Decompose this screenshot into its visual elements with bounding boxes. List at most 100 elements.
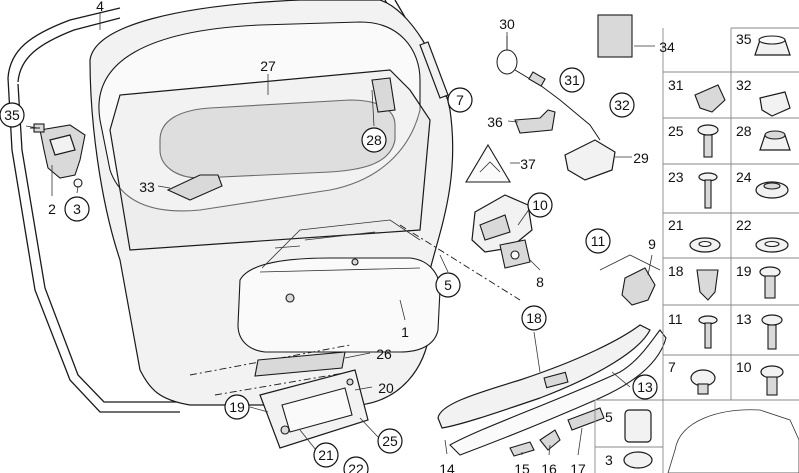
- callout-text: 3: [73, 201, 81, 217]
- grid-label-24: 24: [736, 169, 752, 185]
- leader-14: [444, 439, 448, 455]
- callout-text: 33: [139, 179, 155, 195]
- callout-circle: [632, 374, 658, 400]
- callout-text: 8: [536, 274, 544, 290]
- grid-label-19: 19: [736, 263, 752, 279]
- callout-32: 32: [609, 92, 635, 118]
- leader-19: [249, 406, 269, 413]
- callout-30: 30: [499, 16, 515, 32]
- callout-17: 17: [570, 461, 586, 473]
- callout-text: 22: [348, 461, 364, 473]
- callout-circle: [224, 394, 250, 420]
- callout-33: 33: [139, 179, 155, 195]
- callout-14: 14: [439, 461, 455, 473]
- label-34: [597, 14, 633, 58]
- callout-text: 26: [376, 346, 392, 362]
- callout-7: 7: [447, 87, 473, 113]
- leader-1: [399, 299, 406, 321]
- callout-text: 18: [526, 310, 542, 326]
- callout-26: 26: [376, 346, 392, 362]
- grid-label-3: 3: [605, 452, 613, 468]
- callout-20: 20: [378, 380, 394, 396]
- callout-37: 37: [520, 156, 536, 172]
- callout-text: 1: [401, 324, 409, 340]
- lock-actuator: [471, 194, 533, 269]
- callout-circle: [64, 196, 90, 222]
- callout-circle: [447, 87, 473, 113]
- striker-9: [621, 267, 656, 306]
- grid-label-7: 7: [668, 359, 676, 375]
- leader-20: [354, 386, 373, 391]
- callout-text: 10: [532, 197, 548, 213]
- tailgate-body: [89, 0, 454, 406]
- tailgate-handle-trim: [437, 324, 667, 456]
- grid-label-5: 5: [605, 409, 613, 425]
- callout-circle: [361, 127, 387, 153]
- control-unit-29: [564, 139, 616, 181]
- callout-circle: [585, 228, 611, 254]
- callout-text: 32: [614, 97, 630, 113]
- callout-text: 16: [541, 461, 557, 473]
- grid-label-25: 25: [668, 123, 684, 139]
- callout-text: 20: [378, 380, 394, 396]
- callout-3: 3: [64, 196, 90, 222]
- callout-circle: [521, 305, 547, 331]
- callout-text: 14: [439, 461, 455, 473]
- grid-label-11: 11: [668, 311, 683, 327]
- callout-21: 21: [313, 442, 339, 468]
- callout-circle: [313, 442, 339, 468]
- leader-8: [529, 259, 541, 271]
- grid-label-32: 32: [736, 77, 752, 93]
- leader-10: [517, 207, 531, 226]
- bracket-28: [371, 77, 396, 113]
- callout-text: 25: [382, 433, 398, 449]
- callout-text: 21: [318, 447, 334, 463]
- leader-3: [76, 185, 79, 194]
- callout-18: 18: [521, 305, 547, 331]
- callout-34: 34: [659, 39, 675, 55]
- callout-text: 35: [4, 107, 20, 123]
- callout-circle: [0, 102, 25, 128]
- dashline-1: [399, 224, 521, 301]
- callout-text: 15: [514, 461, 530, 473]
- grid-label-18: 18: [668, 263, 684, 279]
- callout-text: 31: [564, 72, 580, 88]
- callout-5: 5: [435, 272, 461, 298]
- callout-text: 30: [499, 16, 515, 32]
- callout-36: 36: [487, 114, 503, 130]
- callout-circle: [377, 428, 403, 454]
- grid-label-10: 10: [736, 359, 752, 375]
- leader-36: [507, 120, 519, 123]
- grid-label-28: 28: [736, 123, 752, 139]
- leader-13: [611, 371, 631, 388]
- leader-17: [577, 427, 583, 456]
- callout-circle: [343, 456, 369, 473]
- grid-label-35: 35: [736, 31, 752, 47]
- leader-35: [25, 125, 39, 129]
- fastener-grid: [594, 27, 799, 473]
- callout-text: 37: [520, 156, 536, 172]
- leader-16: [548, 444, 551, 456]
- callout-text: 7: [456, 92, 464, 108]
- callout-text: 17: [570, 461, 586, 473]
- callout-8: 8: [536, 274, 544, 290]
- callout-text: 13: [637, 379, 653, 395]
- callout-text: 27: [260, 58, 276, 74]
- callout-2: 2: [48, 201, 56, 217]
- leader-28: [371, 89, 375, 127]
- grid-label-13: 13: [736, 311, 752, 327]
- callout-22: 22: [343, 456, 369, 473]
- callout-text: 9: [648, 236, 656, 252]
- callout-circle: [435, 272, 461, 298]
- callout-29: 29: [633, 150, 649, 166]
- callout-27: 27: [260, 58, 276, 74]
- callout-text: 11: [591, 233, 606, 249]
- hinge: [30, 123, 86, 188]
- grid-label-22: 22: [736, 217, 752, 233]
- callout-text: 2: [48, 201, 56, 217]
- callout-31: 31: [559, 67, 585, 93]
- leader-21: [299, 429, 317, 451]
- leader-33: [157, 185, 171, 189]
- callout-text: 5: [444, 277, 452, 293]
